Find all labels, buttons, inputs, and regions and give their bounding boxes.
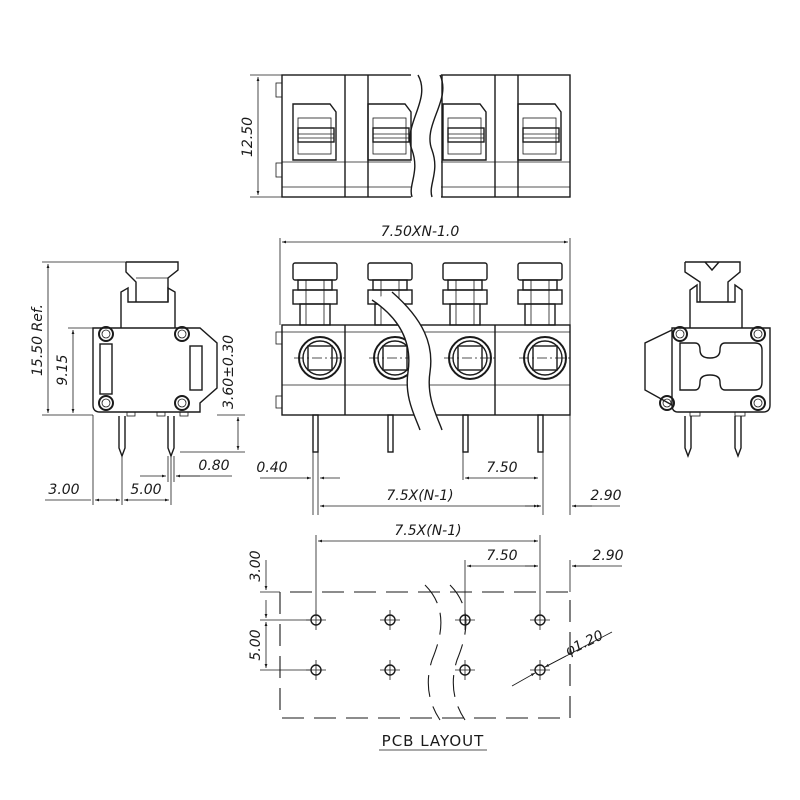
dim-height-body: 9.15 [55,354,71,385]
dim-front-pitch: 7.50 [486,460,517,476]
front-lever-4 [517,262,563,326]
front-lever-1 [292,262,338,326]
top-pocket-4 [517,103,562,161]
dim-pin-length: 3.60±0.30 [221,335,237,409]
top-pocket-2 [367,103,412,161]
left-side-view: 15.50 Ref. 9.15 3.60±0.30 0.80 3.00 5.00 [30,261,245,505]
dim-height-top: 12.50 [240,117,256,157]
dim-front-pin-width: 0.40 [256,460,287,476]
front-view: 7.50XN-1.0 [256,224,622,515]
dim-width-total: 7.50XN-1.0 [381,224,460,240]
front-lever-3 [442,262,488,326]
top-view: 12.50 [240,72,571,200]
top-pocket-3 [442,103,487,161]
dim-pcb-hole: φ1.20 [563,627,606,659]
pcb-holes [306,610,550,680]
dim-front-span: 7.5X(N-1) [386,488,453,504]
dim-pcb-top: 3.00 [248,550,264,581]
dim-pcb-span: 7.5X(N-1) [394,523,461,539]
front-wire-hole-3 [444,336,496,380]
top-pocket-1 [292,103,337,161]
dim-pcb-edge: 2.90 [592,548,623,564]
dim-pin-width: 0.80 [198,458,229,474]
dim-pcb-pitch: 7.50 [486,548,517,564]
dim-side-pitch: 5.00 [130,482,161,498]
dim-front-edge: 2.90 [590,488,621,504]
dim-height-ref: 15.50 Ref. [30,304,46,376]
dim-pcb-row: 5.00 [248,629,264,660]
right-side-view [644,261,771,458]
pcb-layout: 7.5X(N-1) 7.50 2.90 3.00 5.00 φ1.20 PCB … [248,523,624,751]
front-wire-hole-4 [519,336,571,380]
front-wire-hole-1 [294,336,346,380]
dim-side-offset: 3.00 [48,482,79,498]
pcb-layout-title: PCB LAYOUT [382,732,485,750]
